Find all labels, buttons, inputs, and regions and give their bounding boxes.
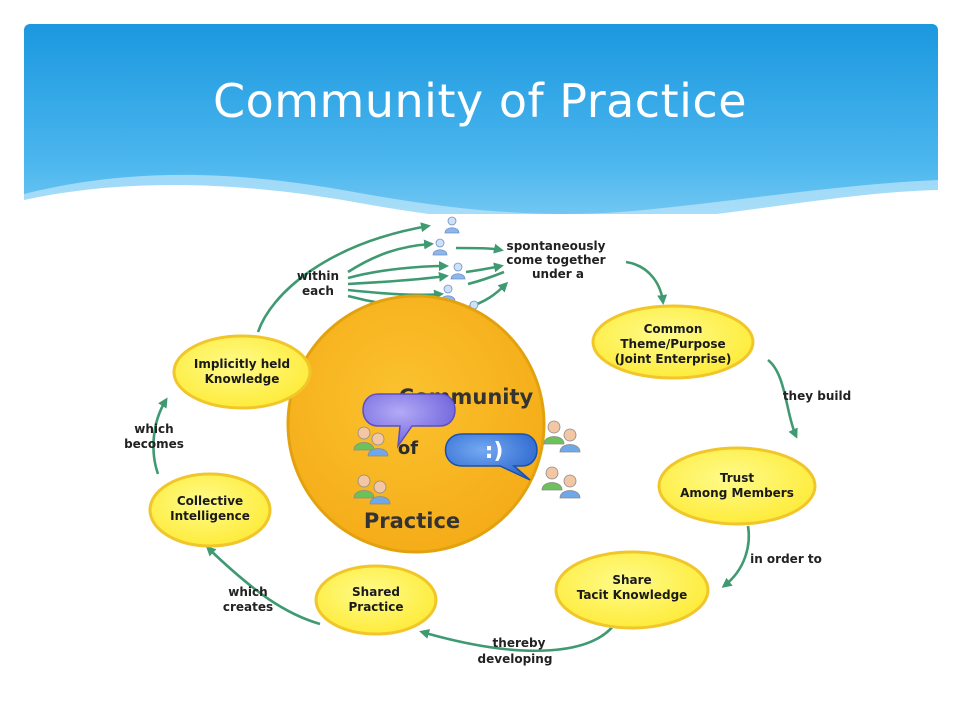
member-icons-right <box>541 420 581 499</box>
arrow-to-collective <box>205 545 321 626</box>
node-shared-practice: Shared Practice <box>314 564 438 636</box>
diagram-canvas: Community of :) Practice Common Theme/Pu… <box>124 216 851 666</box>
speech-bubbles <box>362 393 538 481</box>
svg-text:spontaneously: spontaneously <box>507 239 606 253</box>
svg-text:which: which <box>228 585 267 599</box>
svg-text:come together: come together <box>506 253 605 267</box>
svg-text:Collective: Collective <box>177 494 243 508</box>
arrow-to-shared-practice <box>419 621 618 652</box>
center-title-line3: Practice <box>364 509 460 533</box>
label-which-creates: which creates <box>223 585 273 614</box>
arrow-to-implicit <box>152 397 168 475</box>
label-within-each: within each <box>297 269 339 298</box>
node-common-theme: Common Theme/Purpose (Joint Enterprise) <box>591 304 755 380</box>
svg-text:thereby: thereby <box>493 636 546 650</box>
node-share: Share Tacit Knowledge <box>554 550 710 630</box>
svg-text:which: which <box>134 422 173 436</box>
node-collective: Collective Intelligence <box>148 472 272 548</box>
svg-text:Implicitly held: Implicitly held <box>194 357 290 371</box>
arrow-to-people <box>256 222 431 333</box>
svg-text:Practice: Practice <box>348 600 403 614</box>
svg-text:under a: under a <box>532 267 584 281</box>
svg-text:Shared: Shared <box>352 585 400 599</box>
svg-text:Among Members: Among Members <box>680 486 794 500</box>
svg-text:they build: they build <box>783 389 851 403</box>
label-thereby-developing: thereby developing <box>478 636 553 666</box>
arrow-to-common-theme <box>625 260 668 305</box>
arrow-to-share <box>721 525 751 588</box>
svg-text:Knowledge: Knowledge <box>205 372 280 386</box>
slide-title: Community of Practice <box>212 74 748 128</box>
svg-text:Tacit Knowledge: Tacit Knowledge <box>577 588 688 602</box>
svg-text:within: within <box>297 269 339 283</box>
arrow-to-trust <box>767 358 798 439</box>
label-which-becomes: which becomes <box>124 422 184 451</box>
svg-text:(Joint Enterprise): (Joint Enterprise) <box>615 352 732 366</box>
label-in-order-to: in order to <box>750 552 822 566</box>
bubble-smile: :) <box>485 439 504 464</box>
svg-text:Common: Common <box>644 322 703 336</box>
svg-text:creates: creates <box>223 600 273 614</box>
node-implicit: Implicitly held Knowledge <box>172 334 312 410</box>
svg-text:Theme/Purpose: Theme/Purpose <box>620 337 725 351</box>
svg-text:Intelligence: Intelligence <box>170 509 250 523</box>
center-title-line2: of <box>398 438 418 459</box>
svg-text:becomes: becomes <box>124 437 184 451</box>
svg-text:each: each <box>302 284 334 298</box>
svg-text:Share: Share <box>612 573 651 587</box>
svg-text:in order to: in order to <box>750 552 822 566</box>
community-diagram: Community of :) Practice Common Theme/Pu… <box>96 214 858 680</box>
svg-text:developing: developing <box>478 652 553 666</box>
label-they-build: they build <box>783 389 851 403</box>
label-spontaneously: spontaneously come together under a <box>506 239 605 281</box>
node-trust: Trust Among Members <box>657 446 817 526</box>
svg-text:Trust: Trust <box>720 471 754 485</box>
